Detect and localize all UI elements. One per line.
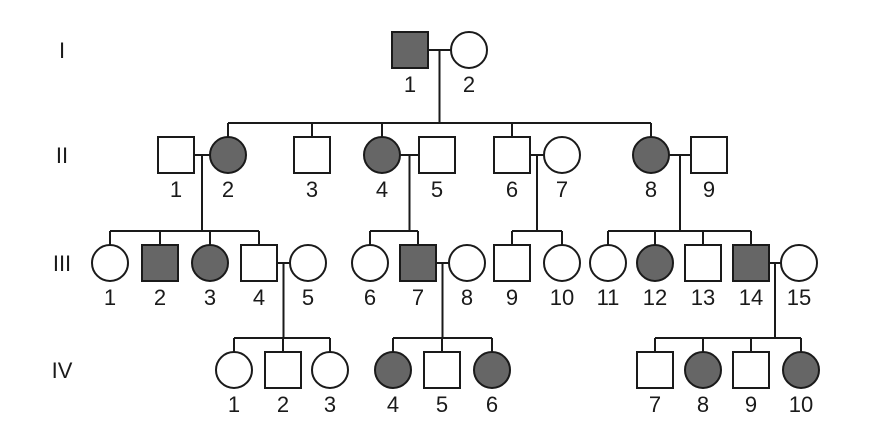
individual-number-II-1: 1: [170, 177, 182, 202]
individual-number-IV-9: 9: [745, 392, 757, 417]
individual-III-13-male-unaffected: [684, 244, 722, 282]
individual-number-III-14: 14: [739, 285, 763, 310]
individual-number-III-4: 4: [253, 285, 265, 310]
individual-number-IV-1: 1: [228, 392, 240, 417]
individual-III-5-female-unaffected: [289, 244, 327, 282]
individual-number-II-8: 8: [645, 177, 657, 202]
individual-number-IV-10: 10: [789, 392, 813, 417]
individual-II-1-male-unaffected: [157, 136, 195, 174]
individual-III-3-female-affected: [191, 244, 229, 282]
individual-III-14-male-affected: [732, 244, 770, 282]
individual-number-III-1: 1: [104, 285, 116, 310]
individual-number-III-13: 13: [691, 285, 715, 310]
generation-label-IV: IV: [52, 358, 73, 383]
individual-III-8-female-unaffected: [448, 244, 486, 282]
individual-number-I-1: 1: [404, 72, 416, 97]
individual-II-4-female-affected: [363, 136, 401, 174]
individual-II-8-female-affected: [632, 136, 670, 174]
individual-III-11-female-unaffected: [589, 244, 627, 282]
individual-I-1-male-affected: [391, 31, 429, 69]
individual-II-6-male-unaffected: [493, 136, 531, 174]
pedigree-individuals: [91, 31, 820, 389]
individual-number-III-6: 6: [364, 285, 376, 310]
generation-label-III: III: [53, 251, 71, 276]
individual-IV-1-female-unaffected: [215, 351, 253, 389]
individual-number-III-5: 5: [302, 285, 314, 310]
individual-III-2-male-affected: [141, 244, 179, 282]
pedigree-lines: [109, 49, 802, 352]
individual-III-4-male-unaffected: [240, 244, 278, 282]
individual-number-IV-6: 6: [486, 392, 498, 417]
individual-IV-2-male-unaffected: [264, 351, 302, 389]
individual-IV-8-female-affected: [684, 351, 722, 389]
individual-IV-4-female-affected: [374, 351, 412, 389]
individual-II-5-male-unaffected: [418, 136, 456, 174]
generation-label-I: I: [59, 38, 65, 63]
individual-number-II-9: 9: [703, 177, 715, 202]
individual-number-I-2: 2: [463, 72, 475, 97]
individual-number-II-3: 3: [306, 177, 318, 202]
individual-number-III-11: 11: [597, 285, 620, 310]
individual-number-IV-4: 4: [387, 392, 399, 417]
individual-II-2-female-affected: [209, 136, 247, 174]
individual-number-IV-2: 2: [277, 392, 289, 417]
individual-II-7-female-unaffected: [543, 136, 581, 174]
individual-number-III-3: 3: [204, 285, 216, 310]
individual-number-II-6: 6: [506, 177, 518, 202]
individual-III-7-male-affected: [399, 244, 437, 282]
individual-IV-6-female-affected: [473, 351, 511, 389]
individual-IV-9-male-unaffected: [732, 351, 770, 389]
individual-III-12-female-affected: [636, 244, 674, 282]
individual-III-1-female-unaffected: [91, 244, 129, 282]
individual-IV-3-female-unaffected: [311, 351, 349, 389]
individual-IV-5-male-unaffected: [423, 351, 461, 389]
individual-number-III-12: 12: [643, 285, 667, 310]
individual-number-IV-5: 5: [436, 392, 448, 417]
individual-III-6-female-unaffected: [351, 244, 389, 282]
individual-number-II-5: 5: [431, 177, 443, 202]
individual-III-10-female-unaffected: [543, 244, 581, 282]
individual-number-III-2: 2: [154, 285, 166, 310]
individual-number-III-10: 10: [550, 285, 574, 310]
individual-number-III-15: 15: [787, 285, 811, 310]
individual-III-15-female-unaffected: [780, 244, 818, 282]
individual-number-II-7: 7: [556, 177, 568, 202]
individual-number-II-4: 4: [376, 177, 388, 202]
individual-number-II-2: 2: [222, 177, 234, 202]
individual-number-III-9: 9: [506, 285, 518, 310]
individual-II-9-male-unaffected: [690, 136, 728, 174]
individual-IV-10-female-affected: [782, 351, 820, 389]
individual-number-IV-8: 8: [697, 392, 709, 417]
individual-number-IV-3: 3: [324, 392, 336, 417]
individual-number-III-7: 7: [412, 285, 424, 310]
individual-III-9-male-unaffected: [493, 244, 531, 282]
generation-label-II: II: [56, 143, 68, 168]
individual-number-IV-7: 7: [649, 392, 661, 417]
individual-number-III-8: 8: [461, 285, 473, 310]
individual-IV-7-male-unaffected: [636, 351, 674, 389]
individual-II-3-male-unaffected: [293, 136, 331, 174]
individual-I-2-female-unaffected: [450, 31, 488, 69]
